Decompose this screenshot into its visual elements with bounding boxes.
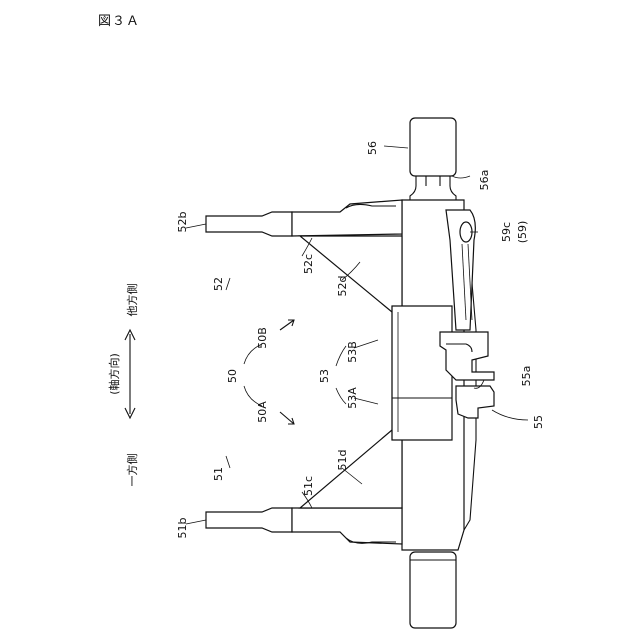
label-50A: 50A bbox=[256, 401, 269, 423]
arrows-50 bbox=[280, 320, 294, 424]
label-59c: 59c bbox=[500, 222, 513, 242]
label-52b: 52b bbox=[176, 211, 189, 232]
label-axial: (軸方向) bbox=[107, 353, 121, 395]
label-other-side: 他方側 bbox=[125, 284, 139, 317]
fork-arm-52 bbox=[206, 200, 402, 236]
label-59: (59) bbox=[516, 221, 529, 244]
label-51d: 51d bbox=[336, 450, 349, 471]
rod-bottom bbox=[410, 552, 456, 628]
label-52c: 52c bbox=[302, 254, 315, 274]
axial-direction-arrow[interactable] bbox=[125, 330, 135, 418]
label-one-side: 一方側 bbox=[125, 454, 139, 487]
label-51b: 51b bbox=[176, 517, 189, 538]
label-50: 50 bbox=[226, 369, 239, 383]
fork-arm-51 bbox=[206, 508, 402, 544]
label-56: 56 bbox=[366, 141, 379, 155]
rod-56 bbox=[410, 118, 456, 200]
label-51c: 51c bbox=[302, 476, 315, 496]
label-55: 55 bbox=[532, 415, 545, 429]
label-52: 52 bbox=[212, 277, 225, 291]
label-55a: 55a bbox=[520, 366, 533, 387]
label-53A: 53A bbox=[346, 387, 359, 409]
label-56a: 56a bbox=[478, 170, 491, 191]
label-50B: 50B bbox=[256, 327, 269, 349]
label-53B: 53B bbox=[346, 341, 359, 363]
label-53: 53 bbox=[318, 369, 331, 383]
label-51: 51 bbox=[212, 467, 225, 481]
label-52d: 52d bbox=[336, 276, 349, 297]
